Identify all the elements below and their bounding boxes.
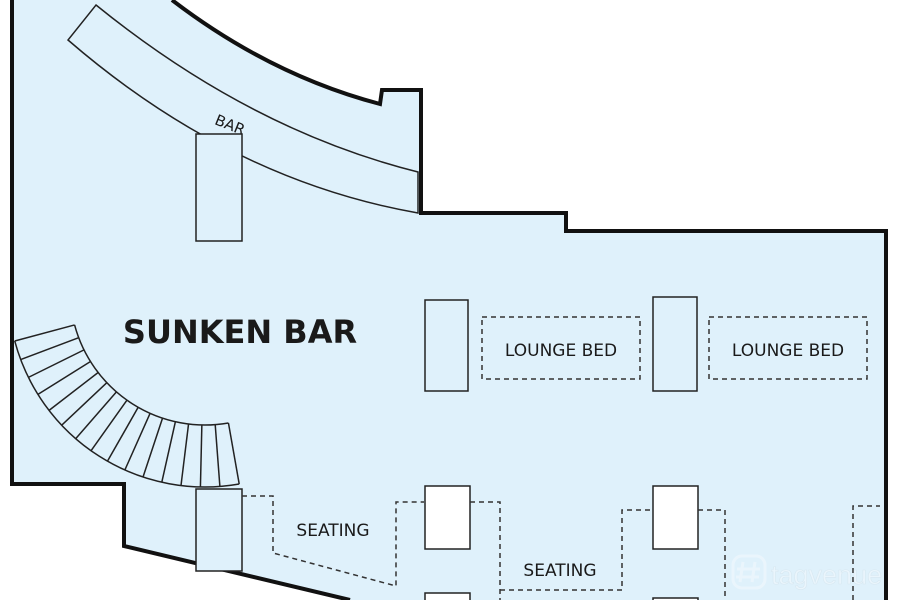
spiral-staircase	[13, 324, 240, 488]
stair-step	[161, 421, 177, 483]
stair-step	[37, 360, 91, 396]
table	[424, 592, 471, 600]
table	[652, 597, 699, 600]
tagvenue-logo-icon	[731, 554, 767, 590]
stair-step	[75, 391, 117, 440]
stair-step	[48, 371, 99, 411]
table	[424, 299, 469, 392]
pillar	[195, 488, 243, 572]
lounge-bed-label: LOUNGE BED	[505, 341, 617, 361]
table	[424, 485, 471, 550]
table	[652, 485, 699, 550]
stair-step	[28, 349, 85, 379]
stair-step	[199, 424, 203, 487]
stair-step	[142, 417, 164, 478]
seating-label: SEATING	[523, 561, 596, 581]
stair-step	[214, 424, 221, 487]
stair-step	[180, 423, 190, 486]
table	[652, 296, 698, 392]
lounge-bed-label: LOUNGE BED	[732, 341, 844, 361]
stair-inner-edge	[73, 324, 229, 426]
stair-step	[20, 336, 79, 361]
stair-step	[124, 413, 151, 471]
lounge-bed-area	[481, 316, 641, 380]
stair-outer-edge	[13, 340, 240, 488]
seating-area	[698, 505, 880, 600]
stair-step	[90, 399, 128, 452]
room-title: SUNKEN BAR	[123, 313, 357, 351]
seating-label: SEATING	[296, 521, 369, 541]
watermark: tagvenue	[731, 554, 882, 590]
stair-step	[61, 382, 108, 426]
bar-pillar	[195, 133, 243, 242]
bar-counter	[66, 3, 419, 214]
stair-step	[14, 324, 75, 342]
stair-step	[106, 406, 139, 462]
curved-wall	[170, 0, 888, 600]
seating-area	[470, 501, 652, 600]
stair-step	[227, 422, 240, 485]
lounge-bed-area	[708, 316, 868, 380]
watermark-text: tagvenue	[771, 560, 882, 590]
